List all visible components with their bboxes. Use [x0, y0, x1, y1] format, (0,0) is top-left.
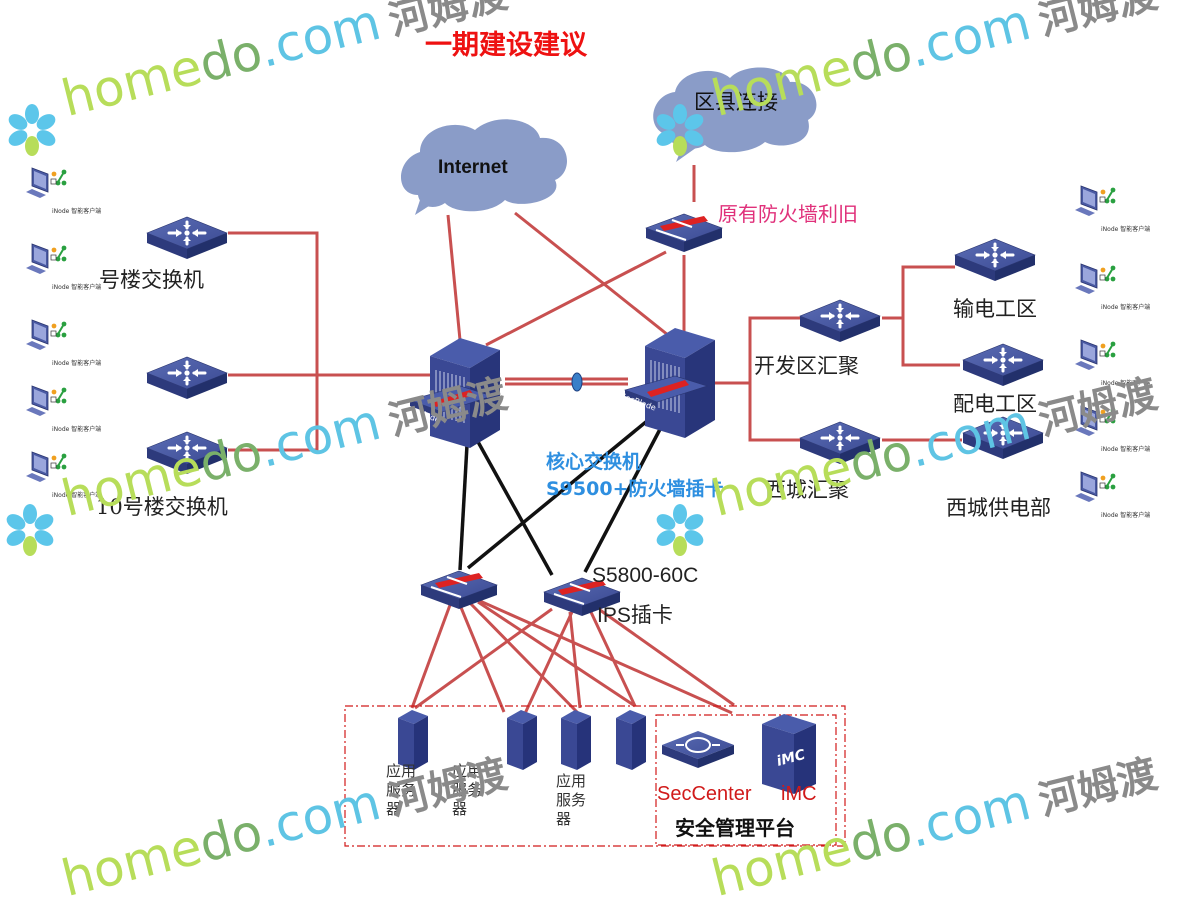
app-server-1: [398, 710, 428, 770]
gongdian-label: 西城供电部: [946, 496, 1051, 520]
client-pc-icon: [25, 243, 68, 275]
internet-cloud: [400, 119, 567, 215]
peidian-label: 配电工区: [953, 392, 1037, 416]
building-switch-middle: [145, 355, 229, 401]
internet-cloud-label: Internet: [438, 157, 508, 178]
legacy-firewall-label: 原有防火墙利旧: [718, 202, 858, 226]
seccenter-device: [662, 731, 734, 768]
links-black: [458, 410, 670, 576]
client-caption: iNode 智能客户端: [1101, 225, 1150, 233]
security-platform-title: 安全管理平台: [675, 816, 795, 840]
shudian-label: 输电工区: [953, 297, 1037, 321]
link-top-building-switch: [228, 231, 319, 452]
seccenter-label: SecCenter: [657, 783, 752, 805]
core-switch-right: [624, 327, 716, 439]
client-pc-icon: [25, 451, 68, 483]
link-kaifa-peidian: [901, 318, 960, 367]
client-pc-icon: [25, 319, 68, 351]
link-access2-server3: [568, 611, 582, 709]
link-firewall-core-left: [485, 250, 667, 347]
link-access2-server2: [520, 611, 574, 721]
page-title: 一期建设建议: [425, 30, 587, 61]
links-red: [228, 165, 962, 721]
right-clients: [1074, 185, 1117, 503]
link-access2-server1: [414, 607, 553, 710]
link-internet-core-right: [514, 211, 669, 337]
core-switch-left: [409, 337, 501, 449]
bottom-building-switch-label: 10号楼交换机: [96, 495, 228, 519]
building-switch-top: [145, 215, 229, 261]
imc-server: [762, 714, 816, 794]
watermark-flower-icon: [3, 504, 57, 556]
left-clients: [25, 167, 68, 483]
link-access1-platform: [479, 599, 733, 715]
link-kaifa-substations: [882, 265, 955, 320]
app-server-label-2: 应用服务器: [452, 762, 483, 818]
gongdian-switch: [961, 415, 1045, 461]
client-caption: iNode 智能客户端: [52, 207, 101, 215]
link-access2-server4: [588, 609, 637, 707]
core-switch-label-line2: S9500+防火墙插卡: [546, 478, 724, 500]
link-core-left-access1: [458, 444, 469, 571]
app-server-label-3: 应用服务器: [556, 772, 587, 828]
client-caption: iNode 智能客户端: [1101, 445, 1150, 453]
link-access1-server1: [410, 604, 452, 709]
app-server-2: [507, 710, 537, 770]
access-model-label: S5800-60C: [592, 564, 699, 587]
client-pc-icon: [1074, 339, 1117, 371]
client-captions: iNode 智能客户端 iNode 智能客户端 iNode 智能客户端 iNod…: [52, 207, 1150, 519]
link-access1-server3: [468, 601, 580, 715]
xicheng-aggregation-switch: [798, 420, 882, 466]
top-building-switch-label: 号楼交换机: [99, 268, 204, 292]
link-core-left-access2: [475, 439, 554, 576]
county-cloud-label: 区县连接: [694, 90, 778, 114]
access-card-label: IPS插卡: [597, 604, 673, 627]
client-pc-icon: [1074, 263, 1117, 295]
shudian-switch: [953, 237, 1037, 283]
link-access2-platform: [599, 608, 735, 707]
kaifa-aggregation-switch: [798, 298, 882, 344]
client-caption: iNode 智能客户端: [52, 283, 101, 291]
watermark-flower-icon: [5, 104, 59, 156]
client-pc-icon: [1074, 471, 1117, 503]
legacy-firewall: [645, 213, 723, 253]
link-aggregation-bus: [748, 316, 800, 442]
client-pc-icon: [25, 385, 68, 417]
xicheng-aggregation-label: 西城汇聚: [765, 478, 849, 502]
building-switch-bottom: [145, 430, 229, 476]
peidian-switch: [961, 342, 1045, 388]
app-server-label-1: 应用服务器: [386, 762, 417, 818]
client-caption: iNode 智能客户端: [1101, 303, 1150, 311]
link-core-right-access2: [583, 413, 670, 573]
imc-badge: iMC: [775, 747, 808, 770]
link-access1-server4: [477, 600, 636, 708]
watermark-flower-icon: [653, 504, 707, 556]
client-caption: iNode 智能客户端: [52, 491, 101, 499]
client-caption: iNode 智能客户端: [52, 425, 101, 433]
app-server-4: [616, 710, 646, 770]
app-server-3: [561, 710, 591, 770]
client-caption: iNode 智能客户端: [52, 359, 101, 367]
link-core-right-access1: [466, 410, 660, 570]
client-caption: iNode 智能客户端: [1101, 511, 1150, 519]
client-pc-icon: [1074, 185, 1117, 217]
imc-label: iMC: [781, 783, 817, 805]
link-aggregation-marker: [571, 372, 583, 392]
client-caption: iNode 智能客户端: [1101, 379, 1150, 387]
security-platform-boundary: [655, 714, 837, 846]
client-pc-icon: [25, 167, 68, 199]
kaifa-aggregation-label: 开发区汇聚: [754, 354, 859, 378]
link-internet-core-left: [446, 214, 462, 341]
client-pc-icon: [1074, 405, 1117, 437]
core-switch-label-line1: 核心交换机: [546, 451, 642, 473]
